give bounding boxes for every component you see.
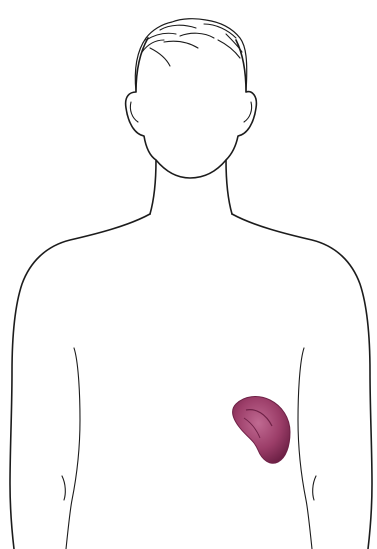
neck-right xyxy=(226,160,232,214)
left-underarm-line xyxy=(66,348,80,549)
head-outline xyxy=(126,38,257,178)
spleen xyxy=(233,397,290,464)
torso-outline xyxy=(10,214,150,549)
hair-outline xyxy=(135,19,246,92)
right-underarm-line xyxy=(298,348,312,549)
right-elbow-crease xyxy=(313,476,316,500)
hair-strands xyxy=(142,24,242,66)
left-elbow-crease xyxy=(62,476,65,500)
neck-left xyxy=(150,160,156,214)
right-ear-detail xyxy=(244,102,252,122)
left-ear-detail xyxy=(130,102,138,122)
torso-outline-right xyxy=(232,214,372,549)
spleen-shape xyxy=(233,397,290,464)
